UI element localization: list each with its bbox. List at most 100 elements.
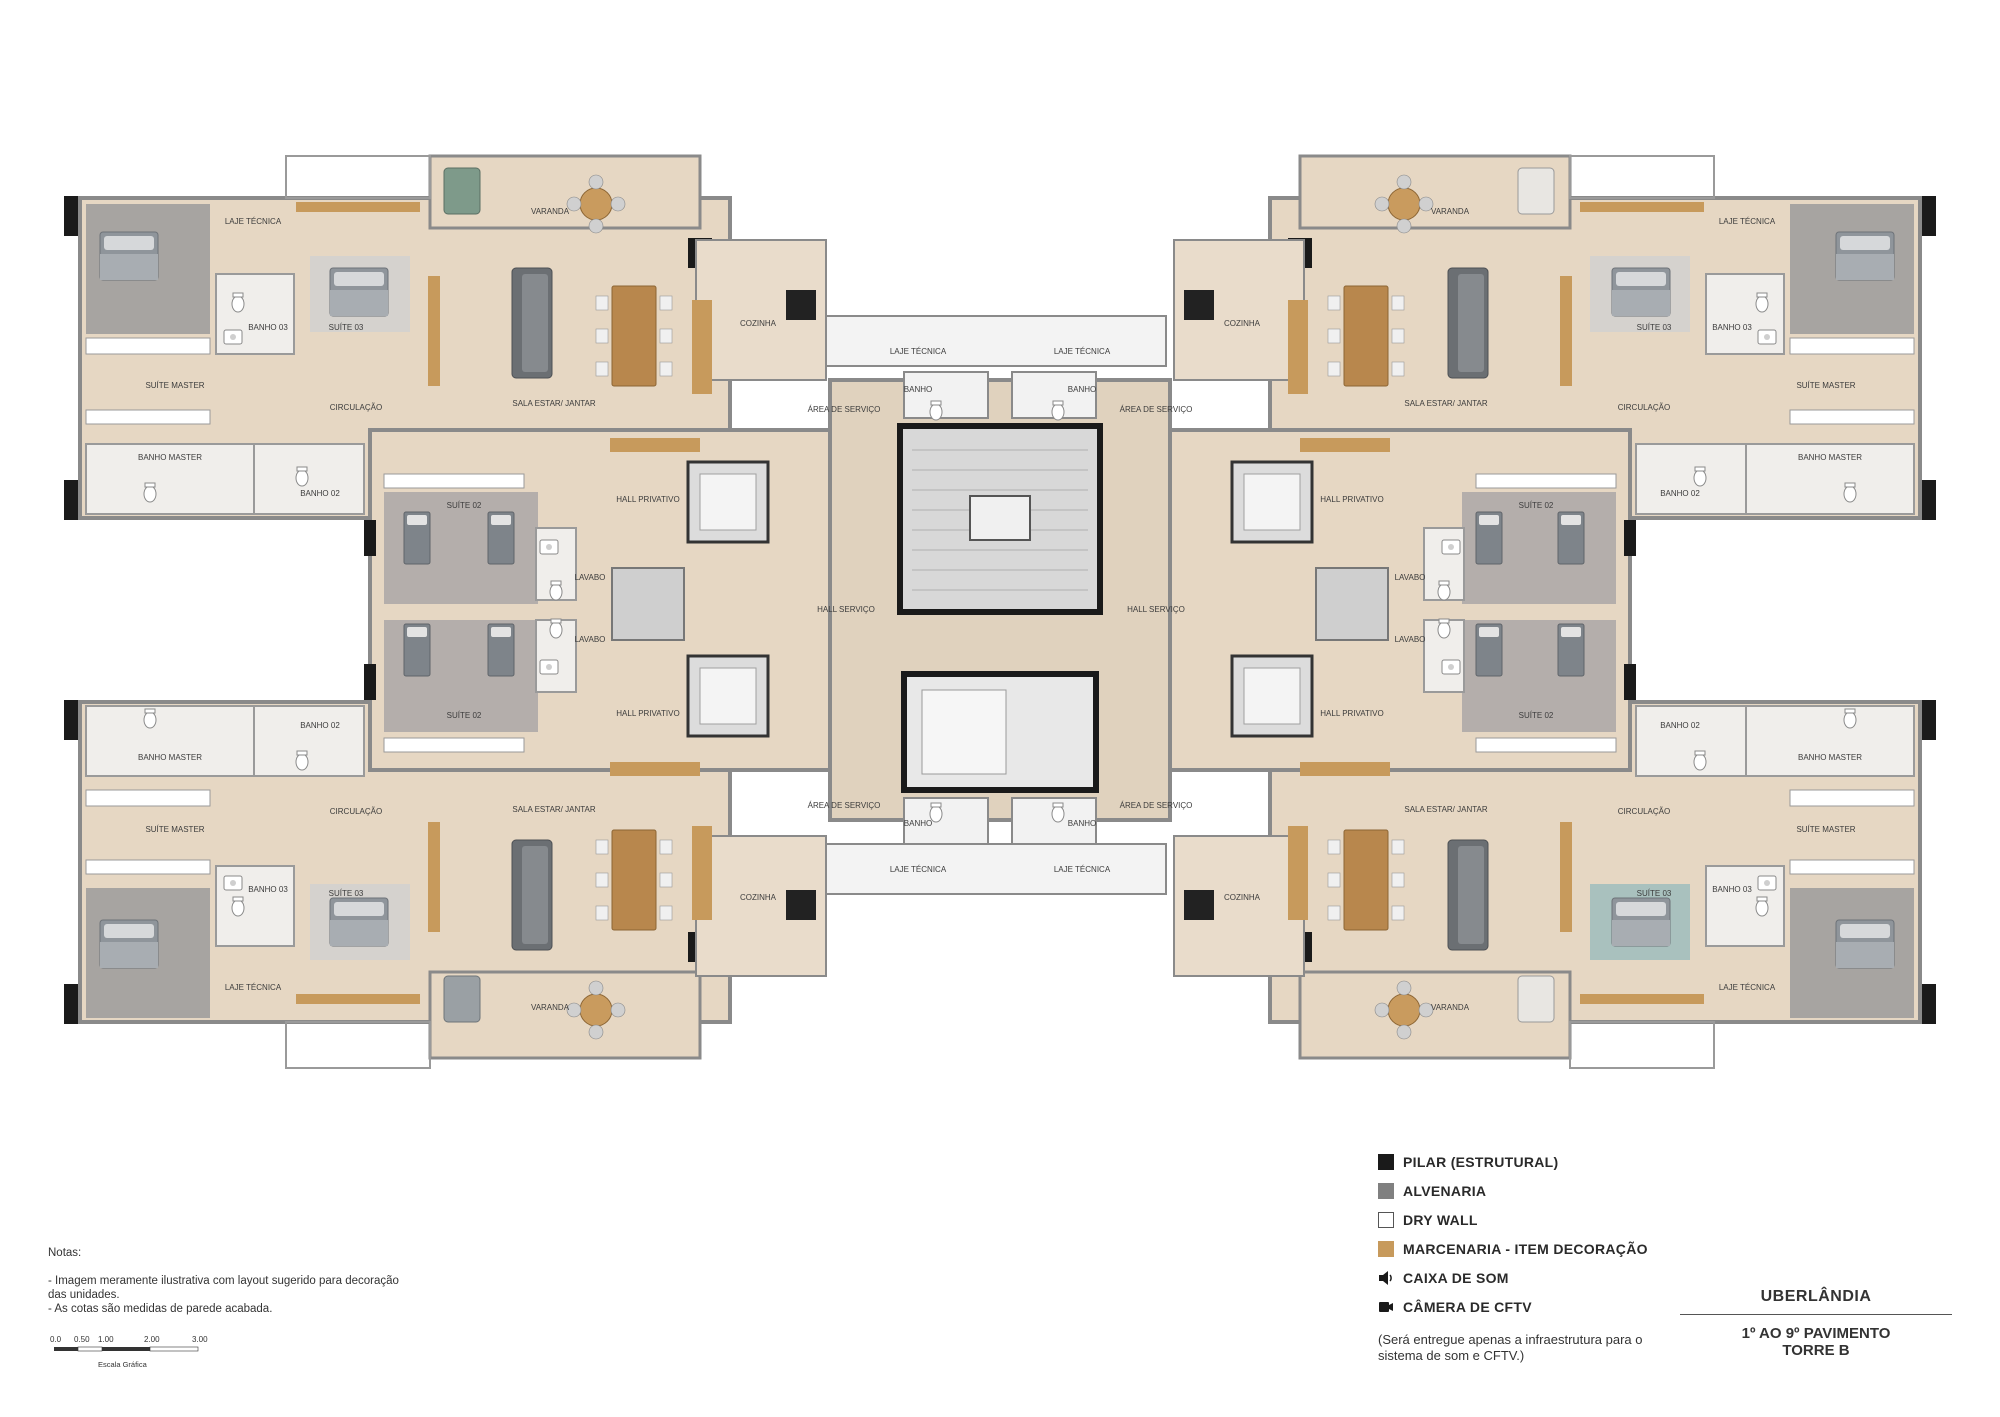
title-floor: 1º AO 9º PAVIMENTO bbox=[1741, 1325, 1891, 1342]
speaker-icon bbox=[1378, 1270, 1394, 1286]
notes-line: - As cotas são medidas de parede acabada… bbox=[48, 1303, 273, 1315]
scale-tick: 0.50 bbox=[74, 1335, 90, 1344]
label-banho-03: BANHO 03 bbox=[248, 323, 288, 332]
label-suite-master: SUÍTE MASTER bbox=[1796, 381, 1855, 390]
label-suite-03: SUÍTE 03 bbox=[329, 323, 364, 332]
label-area-servico: ÁREA DE SERVIÇO bbox=[808, 405, 881, 414]
legend-item: CAIXA DE SOM bbox=[1378, 1268, 1738, 1288]
label-cozinha: COZINHA bbox=[1224, 893, 1261, 902]
legend-item: CÂMERA DE CFTV bbox=[1378, 1297, 1738, 1317]
label-cozinha: COZINHA bbox=[740, 893, 777, 902]
scale-tick: 2.00 bbox=[144, 1335, 160, 1344]
legend-note: (Será entregue apenas a infraestrutura p… bbox=[1378, 1332, 1643, 1363]
label-sala: SALA ESTAR/ JANTAR bbox=[512, 805, 596, 814]
label-banho-03: BANHO 03 bbox=[1712, 323, 1752, 332]
legend-item: DRY WALL bbox=[1378, 1210, 1738, 1230]
label-area-servico: ÁREA DE SERVIÇO bbox=[1120, 801, 1193, 810]
label-laje-tecnica: LAJE TÉCNICA bbox=[890, 347, 947, 356]
camera-icon bbox=[1378, 1299, 1394, 1315]
label-suite-master: SUÍTE MASTER bbox=[1796, 825, 1855, 834]
label-varanda: VARANDA bbox=[531, 207, 570, 216]
masonry-swatch bbox=[1378, 1183, 1394, 1199]
label-suite-02: SUÍTE 02 bbox=[447, 711, 482, 720]
room-fills bbox=[85, 204, 1915, 1018]
legend-item: ALVENARIA bbox=[1378, 1181, 1738, 1201]
label-varanda: VARANDA bbox=[1431, 207, 1470, 216]
label-suite-master: SUÍTE MASTER bbox=[145, 825, 204, 834]
label-banho-02: BANHO 02 bbox=[1660, 489, 1700, 498]
legend-label: CÂMERA DE CFTV bbox=[1403, 1299, 1532, 1315]
label-hall-privativo: HALL PRIVATIVO bbox=[616, 709, 679, 718]
wardrobes bbox=[85, 337, 1915, 875]
label-area-servico: ÁREA DE SERVIÇO bbox=[1120, 405, 1193, 414]
label-laje-tecnica: LAJE TÉCNICA bbox=[1719, 217, 1776, 226]
label-suite-02: SUÍTE 02 bbox=[1519, 711, 1554, 720]
label-sala: SALA ESTAR/ JANTAR bbox=[1404, 399, 1488, 408]
scale-tick: 3.00 bbox=[192, 1335, 208, 1344]
furniture bbox=[99, 167, 1895, 1040]
label-cozinha: COZINHA bbox=[1224, 319, 1261, 328]
label-banho-master: BANHO MASTER bbox=[138, 753, 202, 762]
label-banho: BANHO bbox=[904, 819, 932, 828]
label-laje-tecnica: LAJE TÉCNICA bbox=[1054, 347, 1111, 356]
label-lavabo: LAVABO bbox=[575, 635, 606, 644]
label-cozinha: COZINHA bbox=[740, 319, 777, 328]
label-laje-tecnica: LAJE TÉCNICA bbox=[1054, 865, 1111, 874]
label-hall-privativo: HALL PRIVATIVO bbox=[1320, 709, 1383, 718]
label-lavabo: LAVABO bbox=[1395, 635, 1426, 644]
label-suite-03: SUÍTE 03 bbox=[329, 889, 364, 898]
legend-label: ALVENARIA bbox=[1403, 1183, 1487, 1199]
legend-label: MARCENARIA - ITEM DECORAÇÃO bbox=[1403, 1241, 1648, 1257]
label-laje-tecnica: LAJE TÉCNICA bbox=[225, 983, 282, 992]
room-labels: SUÍTE MASTER BANHO MASTER BANHO 02 BANHO… bbox=[138, 207, 1862, 1012]
label-sala: SALA ESTAR/ JANTAR bbox=[512, 399, 596, 408]
label-suite-03: SUÍTE 03 bbox=[1637, 323, 1672, 332]
label-suite-master: SUÍTE MASTER bbox=[145, 381, 204, 390]
label-suite-02: SUÍTE 02 bbox=[447, 501, 482, 510]
legend-label: DRY WALL bbox=[1403, 1212, 1478, 1228]
title-city: UBERLÂNDIA bbox=[1760, 1288, 1872, 1305]
label-laje-tecnica: LAJE TÉCNICA bbox=[1719, 983, 1776, 992]
label-circulacao: CIRCULAÇÃO bbox=[330, 403, 382, 412]
label-lavabo: LAVABO bbox=[1395, 573, 1426, 582]
label-varanda: VARANDA bbox=[531, 1003, 570, 1012]
label-banho-02: BANHO 02 bbox=[300, 489, 340, 498]
label-banho: BANHO bbox=[904, 385, 932, 394]
scale-bar: 0.0 0.50 1.00 2.00 3.00 Escala Gráfica bbox=[50, 1335, 208, 1369]
label-varanda: VARANDA bbox=[1431, 1003, 1470, 1012]
joinery-swatch bbox=[1378, 1241, 1394, 1257]
label-area-servico: ÁREA DE SERVIÇO bbox=[808, 801, 881, 810]
label-laje-tecnica: LAJE TÉCNICA bbox=[225, 217, 282, 226]
label-suite-03: SUÍTE 03 bbox=[1637, 889, 1672, 898]
label-hall-servico: HALL SERVIÇO bbox=[1127, 605, 1185, 614]
label-sala: SALA ESTAR/ JANTAR bbox=[1404, 805, 1488, 814]
title-divider bbox=[1680, 1314, 1952, 1315]
joinery bbox=[296, 202, 1704, 1004]
notes-title: Notas: bbox=[48, 1247, 82, 1259]
label-banho-02: BANHO 02 bbox=[300, 721, 340, 730]
legend-label: PILAR (ESTRUTURAL) bbox=[1403, 1154, 1559, 1170]
label-banho-master: BANHO MASTER bbox=[1798, 753, 1862, 762]
scale-label: Escala Gráfica bbox=[98, 1360, 148, 1369]
label-banho-03: BANHO 03 bbox=[248, 885, 288, 894]
legend: PILAR (ESTRUTURAL) ALVENARIA DRY WALL MA… bbox=[1378, 1152, 1738, 1326]
label-banho: BANHO bbox=[1068, 819, 1096, 828]
label-hall-privativo: HALL PRIVATIVO bbox=[616, 495, 679, 504]
label-banho-02: BANHO 02 bbox=[1660, 721, 1700, 730]
title-block: UBERLÂNDIA 1º AO 9º PAVIMENTO TORRE B bbox=[1680, 1288, 1952, 1359]
central-core bbox=[611, 371, 1389, 845]
notes: Notas: - Imagem meramente ilustrativa co… bbox=[48, 1246, 408, 1316]
label-banho-master: BANHO MASTER bbox=[1798, 453, 1862, 462]
label-lavabo: LAVABO bbox=[575, 573, 606, 582]
legend-item: MARCENARIA - ITEM DECORAÇÃO bbox=[1378, 1239, 1738, 1259]
label-banho-master: BANHO MASTER bbox=[138, 453, 202, 462]
label-circulacao: CIRCULAÇÃO bbox=[330, 807, 382, 816]
title-tower: TORRE B bbox=[1782, 1342, 1850, 1359]
label-hall-privativo: HALL PRIVATIVO bbox=[1320, 495, 1383, 504]
legend-label: CAIXA DE SOM bbox=[1403, 1270, 1509, 1286]
label-circulacao: CIRCULAÇÃO bbox=[1618, 403, 1670, 412]
label-circulacao: CIRCULAÇÃO bbox=[1618, 807, 1670, 816]
drywall-swatch bbox=[1378, 1212, 1394, 1228]
